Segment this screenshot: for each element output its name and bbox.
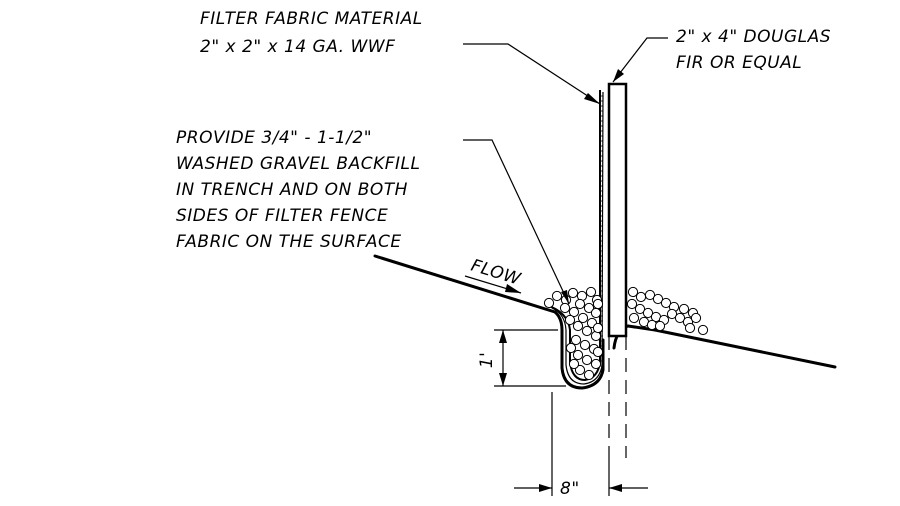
- gravel-pebble: [642, 307, 654, 319]
- gravel-pebble: [590, 358, 602, 370]
- label-post: 2" x 4" DOUGLAS FIR OR EQUAL: [676, 27, 837, 73]
- label-gravel-line5: FABRIC ON THE SURFACE: [176, 232, 402, 252]
- label-filter-fabric-line2: 2" x 2" x 14 GA. WWF: [200, 37, 395, 57]
- gravel-pebble: [577, 312, 589, 324]
- gravel-pebble: [572, 349, 584, 361]
- dim-arrow-width-right: [609, 484, 622, 492]
- gravel-pebble: [660, 297, 672, 309]
- gravel-pebble: [644, 289, 656, 301]
- gravel-pebble: [570, 334, 582, 346]
- gravel-pebble: [568, 306, 580, 318]
- leader-post: [612, 37, 668, 83]
- label-gravel-line1: PROVIDE 3/4" - 1-1/2": [176, 128, 372, 148]
- filter-fabric-line: [545, 90, 601, 382]
- wood-post: [607, 82, 628, 338]
- gravel-pebble: [690, 312, 702, 324]
- leader-filter-fabric: [463, 43, 601, 105]
- label-filter-fabric: FILTER FABRIC MATERIAL 2" x 2" x 14 GA. …: [200, 9, 429, 57]
- filter-fabric-line-inner: [551, 91, 604, 385]
- gravel-pebble: [581, 325, 593, 337]
- gravel-pebble: [564, 314, 576, 326]
- gravel-pebble: [697, 324, 709, 336]
- gravel-pebble: [581, 354, 593, 366]
- gravel-pebble: [543, 297, 555, 309]
- label-gravel-line3: IN TRENCH AND ON BOTH: [176, 180, 408, 200]
- gravel-pebble: [574, 364, 586, 376]
- gravel-pebble: [654, 320, 666, 332]
- gravel-pebble: [551, 290, 563, 302]
- gravel-pebble: [678, 303, 690, 315]
- gravel-pebble: [583, 369, 595, 381]
- trench-outline: [553, 310, 605, 390]
- gravel-pebble: [592, 322, 604, 334]
- ground-line-left: [373, 254, 557, 314]
- dim-arrow-width-left: [539, 484, 552, 492]
- gravel-pebble: [574, 298, 586, 310]
- gravel-pebble: [652, 293, 664, 305]
- gravel-pebble: [585, 286, 597, 298]
- label-flow: FLOW: [469, 256, 524, 290]
- label-post-line1: 2" x 4" DOUGLAS: [676, 27, 831, 47]
- gravel-pebble: [565, 342, 577, 354]
- gravel-pebble: [590, 307, 602, 319]
- arrowhead-filter-fabric: [584, 93, 600, 104]
- gravel-pebble: [635, 291, 647, 303]
- label-gravel: PROVIDE 3/4" - 1-1/2" WASHED GRAVEL BACK…: [176, 128, 426, 252]
- gravel-pebble: [626, 298, 638, 310]
- gravel-pebble: [572, 320, 584, 332]
- gravel-pebble: [684, 322, 696, 334]
- gravel-pebble: [592, 298, 604, 310]
- gravel-pebble: [628, 312, 640, 324]
- dim-arrow-depth-top: [499, 330, 507, 343]
- label-filter-fabric-line1: FILTER FABRIC MATERIAL: [200, 9, 423, 29]
- label-gravel-line4: SIDES OF FILTER FENCE: [176, 206, 388, 226]
- ground-line-right: [626, 324, 837, 369]
- gravel-pebble: [666, 308, 678, 320]
- arrowhead-gravel: [561, 290, 569, 304]
- label-post-line2: FIR OR EQUAL: [676, 53, 802, 73]
- dim-arrow-depth-bottom: [499, 373, 507, 386]
- leader-gravel: [463, 139, 570, 305]
- gravel-pebble: [634, 303, 646, 315]
- gravel-pebble: [627, 286, 639, 298]
- arrowhead-post: [613, 69, 624, 82]
- gravel-backfill: [543, 286, 709, 381]
- label-depth-dimension: 1': [477, 352, 497, 369]
- gravel-pebble: [583, 302, 595, 314]
- flow-arrowhead: [505, 284, 521, 293]
- gravel-pebble: [592, 346, 604, 358]
- gravel-pebble: [674, 312, 686, 324]
- gravel-pebble: [579, 339, 591, 351]
- gravel-pebble: [567, 287, 579, 299]
- label-width-dimension: 8": [560, 479, 580, 499]
- gravel-pebble: [559, 302, 571, 314]
- gravel-pebble: [568, 358, 580, 370]
- label-gravel-line2: WASHED GRAVEL BACKFILL: [176, 154, 420, 174]
